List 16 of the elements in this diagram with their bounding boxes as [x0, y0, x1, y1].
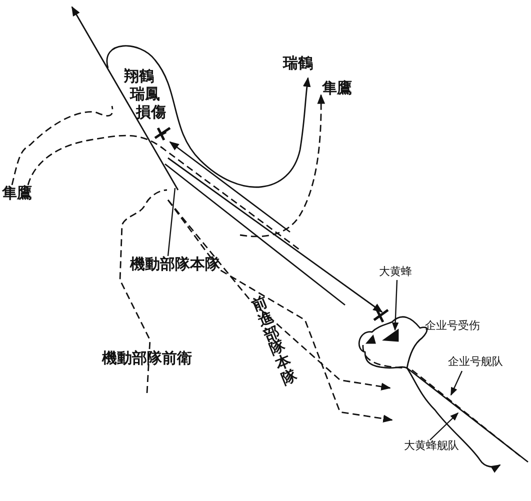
fleet-label: 前進部隊本隊: [250, 294, 300, 388]
ship-label: 大黄蜂: [379, 266, 412, 278]
ship-label: 瑞鳳: [130, 86, 160, 102]
ship-label: 隼鷹: [322, 80, 352, 96]
fleet-label: 大黄蜂舰队: [404, 440, 459, 452]
damage-note: 企业号受伤: [425, 320, 480, 332]
leader-line: [450, 370, 463, 396]
ship-label: 瑞鶴: [283, 55, 313, 72]
ship-label: 隼鷹: [2, 185, 32, 202]
damage-note: 損傷: [136, 104, 166, 120]
ship-label: 翔鶴: [124, 68, 154, 84]
fleet-label: 企业号舰队: [448, 356, 503, 368]
fleet-label: 機動部隊前衛: [102, 350, 192, 366]
leader-line: [392, 280, 399, 331]
leader-line: [167, 188, 176, 256]
leader-line: [430, 412, 459, 440]
